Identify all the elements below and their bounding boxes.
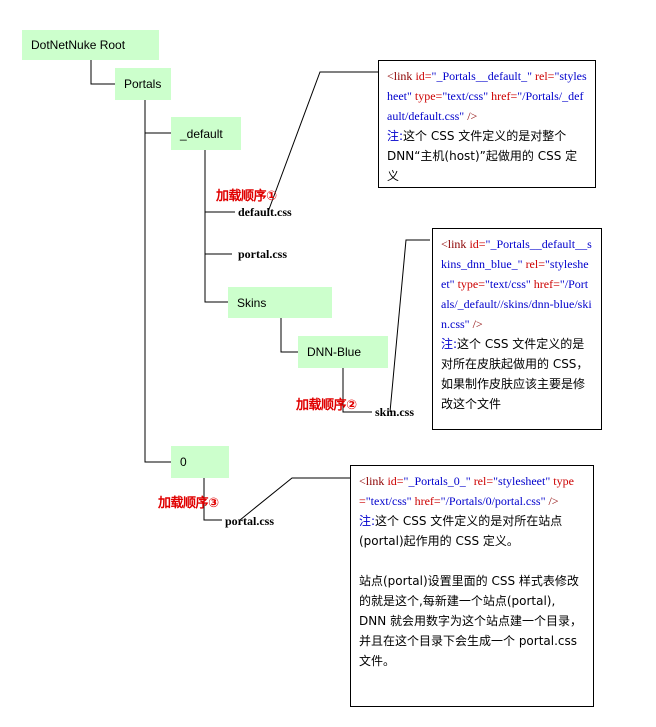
node-dotnetnuke-root: DotNetNuke Root xyxy=(22,30,159,60)
node-label: DotNetNuke Root xyxy=(31,38,126,52)
node-skins: Skins xyxy=(228,287,332,318)
node-label: Portals xyxy=(124,77,162,91)
note-skin-css: <link id="_Portals__default__skins_dnn_b… xyxy=(432,228,602,430)
note-portal-css: <link id="_Portals_0_" rel="stylesheet" … xyxy=(350,465,594,707)
load-order-1: 加载顺序① xyxy=(216,189,277,204)
node-default: _default xyxy=(171,117,241,150)
node-dnn-blue: DNN-Blue xyxy=(298,336,388,368)
node-label: _default xyxy=(180,126,223,141)
note-default-css: <link id="_Portals__default_" rel="style… xyxy=(378,60,596,188)
note-text: 注:这个 CSS 文件定义的是对所在皮肤起做用的 CSS，如果制作皮肤应该主要是… xyxy=(441,337,589,411)
file-default-css: default.css xyxy=(238,205,292,219)
node-label: DNN-Blue xyxy=(307,345,362,359)
file-portal-css-default: portal.css xyxy=(238,247,287,261)
node-label: 0 xyxy=(180,455,187,469)
paragraph-gap xyxy=(359,551,585,571)
load-order-2: 加载顺序② xyxy=(296,398,357,413)
load-order-3: 加载顺序③ xyxy=(158,496,219,511)
node-portals: Portals xyxy=(115,68,171,100)
file-skin-css: skin.css xyxy=(375,405,415,419)
link-tag-code: <link id="_Portals_0_" rel="stylesheet" … xyxy=(359,474,574,508)
file-portal-css-zero: portal.css xyxy=(225,514,274,528)
node-label: Skins xyxy=(237,295,267,310)
link-tag-code: <link id="_Portals__default_" rel="style… xyxy=(387,69,587,123)
note-text: 注:这个 CSS 文件定义的是对所在站点(portal)起作用的 CSS 定义。 xyxy=(359,514,563,548)
note-text: 注:这个 CSS 文件定义的是对整个 DNN“主机(host)”起做用的 CSS… xyxy=(387,129,578,183)
link-tag-code: <link id="_Portals__default__skins_dnn_b… xyxy=(441,237,592,331)
note-text-detail: 站点(portal)设置里面的 CSS 样式表修改的就是这个,每新建一个站点(p… xyxy=(359,574,583,668)
node-zero: 0 xyxy=(171,446,229,478)
